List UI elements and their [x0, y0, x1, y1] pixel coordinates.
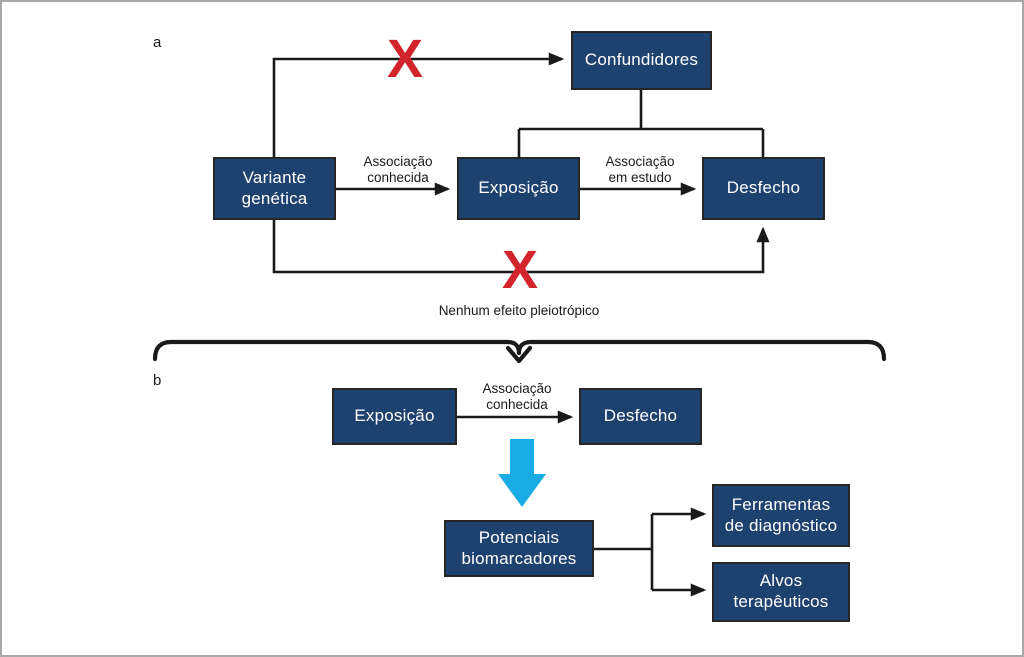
node-desfecho-a[interactable]: Desfecho: [702, 157, 825, 220]
node-confundidores[interactable]: Confundidores: [571, 31, 712, 90]
node-variante-genetica[interactable]: Variante genética: [213, 157, 336, 220]
edge-label-associacao-conhecida-b: Associação conhecida: [482, 381, 552, 413]
edge-label-associacao-conhecida-a: Associação conhecida: [363, 154, 433, 186]
node-exposicao-a[interactable]: Exposição: [457, 157, 580, 220]
cyan-down-arrow: [498, 439, 546, 507]
edge-variant-to-confounders: [272, 52, 565, 157]
edge-label-nenhum-efeito-pleiotropico: Nenhum efeito pleiotrópico: [438, 303, 600, 318]
panel-label-b: b: [153, 372, 162, 389]
node-alvos-terapeuticos[interactable]: Alvos terapêuticos: [712, 562, 850, 622]
node-potenciais-biomarcadores[interactable]: Potenciais biomarcadores: [444, 520, 594, 577]
panel-grouping-brace: [152, 339, 887, 362]
panel-grouping-brace-tip: [505, 345, 533, 364]
node-desfecho-b[interactable]: Desfecho: [579, 388, 702, 445]
x-mark-confounders: X: [386, 29, 424, 89]
node-exposicao-b[interactable]: Exposição: [332, 388, 457, 445]
x-mark-pleiotropy: X: [501, 240, 539, 300]
edge-label-associacao-em-estudo: Associação em estudo: [605, 154, 675, 186]
edge-variant-to-outcome-pleiotropy: [272, 220, 770, 274]
panel-label-a: a: [153, 34, 162, 51]
node-ferramentas-de-diagnostico[interactable]: Ferramentas de diagnóstico: [712, 484, 850, 547]
